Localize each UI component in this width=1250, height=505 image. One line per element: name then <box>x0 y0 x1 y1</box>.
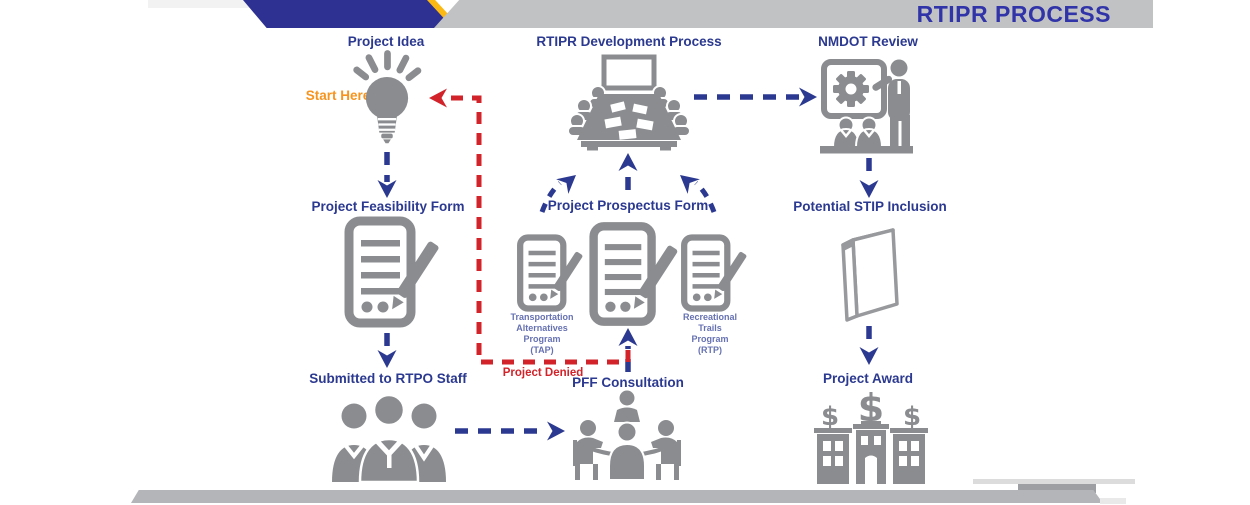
header-sliver <box>148 0 250 8</box>
stip-inclusion-label: Potential STIP Inclusion <box>793 199 947 214</box>
submitted-rtpo-label: Submitted to RTPO Staff <box>309 371 467 386</box>
binder-icon <box>831 219 911 322</box>
arrow-stip-to-award <box>859 326 879 365</box>
form-pencil-icon <box>680 227 747 319</box>
header-gray-band: RTIPR PROCESS <box>434 0 1153 28</box>
presentation-gear-icon <box>820 53 916 154</box>
project-award-label: Project Award <box>822 371 914 386</box>
arrow-rtp-to-devprocess <box>680 175 717 213</box>
arrow-feasibility-to-submitted <box>377 333 397 368</box>
form-pencil-icon <box>588 216 678 332</box>
dollar-sign: $ <box>903 402 921 432</box>
dev-process-label: RTIPR Development Process <box>536 34 722 49</box>
form-pencil-icon <box>343 216 439 328</box>
nmdot-review-label: NMDOT Review <box>818 34 918 49</box>
footer-ornament-dark <box>1018 484 1096 493</box>
arrow-idea-to-feasibility <box>377 152 397 198</box>
footer-gray-extension <box>1100 498 1126 504</box>
page-title: RTIPR PROCESS <box>916 1 1111 27</box>
rtp-program-label: Recreational Trails Program (RTP) <box>682 312 738 355</box>
arrow-project-denied-loop <box>429 88 631 365</box>
round-table-meeting-icon <box>563 390 691 482</box>
staff-group-icon <box>328 393 450 484</box>
dollar-sign: $ <box>821 402 839 432</box>
arrow-tap-to-devprocess <box>539 175 576 213</box>
header-navy-band <box>243 0 458 28</box>
footer-gray-bar <box>131 490 1103 503</box>
project-denied-label: Project Denied <box>502 367 584 379</box>
form-pencil-icon <box>516 227 583 319</box>
footer-ornament-light <box>973 479 1135 484</box>
feasibility-form-label: Project Feasibility Form <box>311 199 465 214</box>
arrow-prospectus-to-devprocess <box>618 153 638 190</box>
prospectus-form-label: Project Prospectus Form <box>547 198 709 213</box>
conference-table-icon <box>567 54 691 152</box>
lightbulb-icon <box>339 50 435 150</box>
start-here-label: Start Here <box>305 88 371 103</box>
arrow-devprocess-to-nmdot <box>694 87 817 107</box>
tap-program-label: Transportation Alternatives Program (TAP… <box>510 312 574 355</box>
pff-consultation-label: PFF Consultation <box>572 375 684 390</box>
bank-building-dollar-icon: $ $ $ <box>813 386 929 484</box>
arrow-submitted-to-pff <box>455 421 565 441</box>
project-idea-label: Project Idea <box>347 34 425 49</box>
arrow-nmdot-to-stip <box>859 158 879 198</box>
